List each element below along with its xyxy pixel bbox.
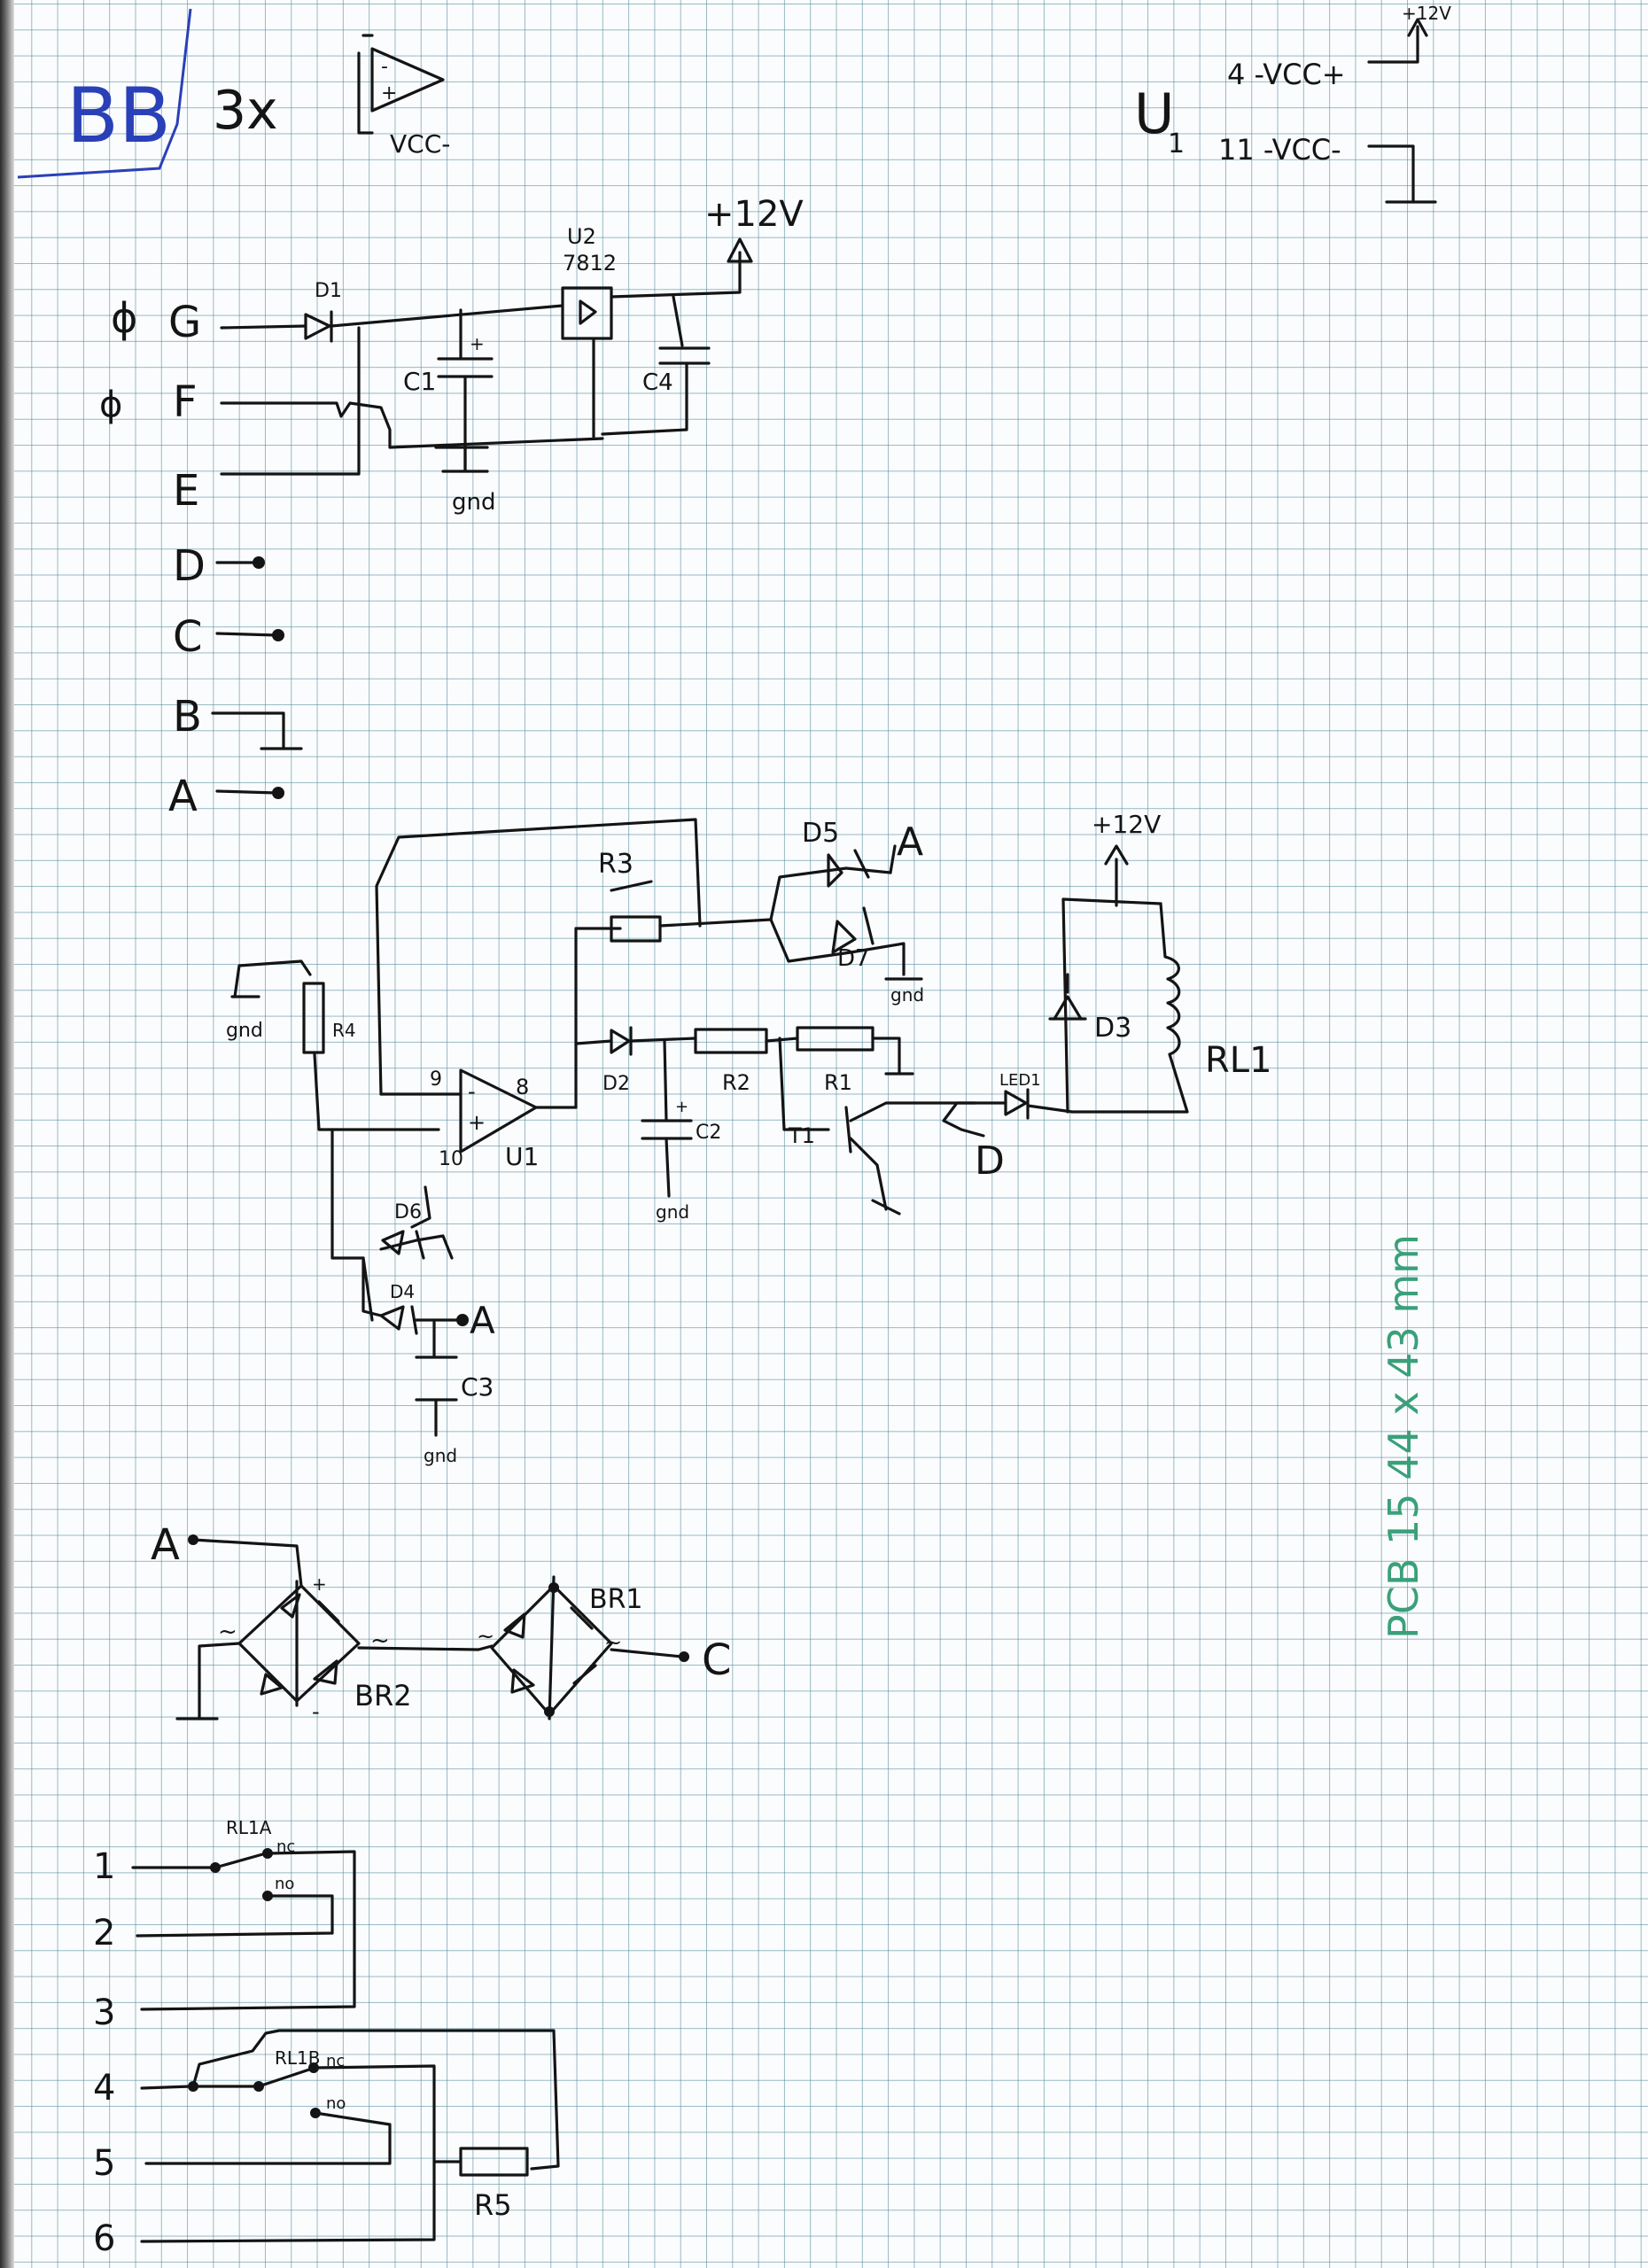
pin-f-label: F bbox=[173, 377, 198, 427]
pin-d-label: D bbox=[173, 541, 206, 591]
gnd-label-2: gnd bbox=[890, 984, 924, 1006]
svg-text:-: - bbox=[468, 1079, 476, 1104]
t1-label: T1 bbox=[788, 1123, 815, 1148]
d3-label: D3 bbox=[1094, 1013, 1131, 1044]
relay-pin-5: 5 bbox=[93, 2143, 115, 2184]
relay-vcc-label: +12V bbox=[1092, 810, 1161, 839]
relay-pin-1: 1 bbox=[93, 1846, 115, 1887]
r5-label: R5 bbox=[474, 2188, 512, 2222]
br1-ac-left: ~ bbox=[477, 1624, 494, 1649]
d2-label: D2 bbox=[602, 1073, 630, 1095]
d5-label: D5 bbox=[802, 818, 839, 849]
r1-label: R1 bbox=[824, 1070, 852, 1095]
d6-label: D6 bbox=[394, 1201, 422, 1223]
gnd-label-1: gnd bbox=[452, 489, 496, 516]
c4-label: C4 bbox=[642, 369, 673, 396]
pin11-label: 11 -VCC- bbox=[1218, 133, 1341, 167]
c1-label: C1 bbox=[403, 367, 436, 396]
pin4-label: 4 -VCC+ bbox=[1227, 58, 1346, 91]
br2-plus: + bbox=[312, 1573, 327, 1595]
u-subscript: 1 bbox=[1168, 128, 1185, 159]
d1-label: D1 bbox=[315, 280, 342, 302]
relay-pin-2: 2 bbox=[93, 1913, 115, 1953]
pcb-size-note: PCB 15 44 x 43 mm bbox=[1380, 1234, 1427, 1639]
d4-label: D4 bbox=[390, 1281, 415, 1302]
svg-text:+: + bbox=[470, 333, 485, 354]
pin-c-label: C bbox=[173, 612, 203, 662]
br1-ac-right: ~ bbox=[604, 1630, 622, 1655]
pin9-label: 9 bbox=[430, 1068, 442, 1091]
d-output-label: D bbox=[975, 1138, 1005, 1184]
bridge-output-c-label: C bbox=[702, 1635, 732, 1685]
svg-text:ɸ: ɸ bbox=[99, 384, 122, 425]
bridge-rectifiers: A ~ ~ + - BR2 ~ ~ BR1 C bbox=[151, 1520, 732, 1724]
pin-b-label: B bbox=[173, 692, 202, 742]
rl1-label: RL1 bbox=[1205, 1040, 1272, 1081]
pin-g-label: G bbox=[168, 298, 201, 347]
rl1a-no-label: no bbox=[275, 1875, 294, 1893]
r4-label: R4 bbox=[332, 1020, 356, 1041]
header-block: BB 3x - + VCC- bbox=[17, 8, 450, 179]
u2-label: U2 bbox=[567, 224, 596, 249]
vcc-minus-label: VCC- bbox=[390, 129, 450, 159]
multiplier-label: 3x bbox=[213, 80, 278, 142]
pin10-label: 10 bbox=[439, 1148, 463, 1170]
rl1b-nc-label: nc bbox=[326, 2052, 345, 2070]
c3-label: C3 bbox=[461, 1372, 494, 1402]
opamp-symbol-header: - + VCC- bbox=[357, 34, 450, 159]
c2-label: C2 bbox=[696, 1122, 721, 1144]
svg-text:+: + bbox=[381, 82, 397, 105]
u1-label: U1 bbox=[505, 1142, 539, 1171]
gnd-label-5: gnd bbox=[424, 1445, 457, 1466]
notebook-binding-edge bbox=[0, 0, 14, 2268]
r2-label: R2 bbox=[722, 1070, 750, 1095]
pin-e-label: E bbox=[173, 466, 199, 516]
rl1a-label: RL1A bbox=[226, 1817, 272, 1838]
relay-pin-6: 6 bbox=[93, 2218, 115, 2259]
br2-label: BR2 bbox=[354, 1679, 412, 1713]
led1-label: LED1 bbox=[999, 1071, 1041, 1090]
relay-contacts: 1 2 3 4 5 6 RL1A nc no RL1B nc no R5 bbox=[93, 1817, 560, 2259]
d7-label: D7 bbox=[837, 945, 870, 972]
u-label: U bbox=[1134, 82, 1174, 146]
connector-pins: ɸ ɸ G F E D C B A bbox=[99, 294, 303, 821]
svg-text:+: + bbox=[468, 1110, 486, 1135]
gnd-label-4: gnd bbox=[656, 1201, 689, 1223]
br2-ac-left: ~ bbox=[218, 1619, 237, 1645]
power-supply: D1 + C1 gnd U2 7812 +12V C4 bbox=[220, 194, 804, 516]
u2-out-label: +12V bbox=[704, 194, 804, 235]
svg-text:-: - bbox=[381, 56, 388, 78]
svg-text:ɸ: ɸ bbox=[111, 294, 137, 342]
side-note: PCB 15 44 x 43 mm bbox=[1380, 1234, 1427, 1639]
gnd-label-3: gnd bbox=[226, 1020, 263, 1042]
output-a-label: A bbox=[897, 819, 923, 865]
bridge-input-a-label: A bbox=[151, 1520, 180, 1570]
br2-ac-right: ~ bbox=[370, 1627, 390, 1654]
br1-label: BR1 bbox=[589, 1584, 643, 1615]
supply-pin-block: U 1 4 -VCC+ 11 -VCC- +12V bbox=[1134, 3, 1451, 204]
br2-minus: - bbox=[312, 1699, 320, 1724]
pin8-label: 8 bbox=[516, 1075, 529, 1099]
svg-text:+: + bbox=[675, 1098, 688, 1116]
relay-pin-3: 3 bbox=[93, 1992, 115, 2033]
main-circuit: R3 D5 D7 A gnd gnd R4 - + 9 8 10 U1 D2 bbox=[226, 810, 1272, 1466]
relay-pin-4: 4 bbox=[93, 2068, 115, 2109]
r3-label: R3 bbox=[598, 849, 634, 880]
u2-part-label: 7812 bbox=[563, 251, 617, 276]
page-tag: BB bbox=[66, 72, 171, 160]
rl1b-no-label: no bbox=[326, 2094, 346, 2113]
pin-a-label: A bbox=[168, 772, 198, 821]
rl1a-nc-label: nc bbox=[276, 1837, 295, 1856]
top-rail-label: +12V bbox=[1402, 3, 1451, 24]
d4-output-a-label: A bbox=[470, 1299, 495, 1342]
